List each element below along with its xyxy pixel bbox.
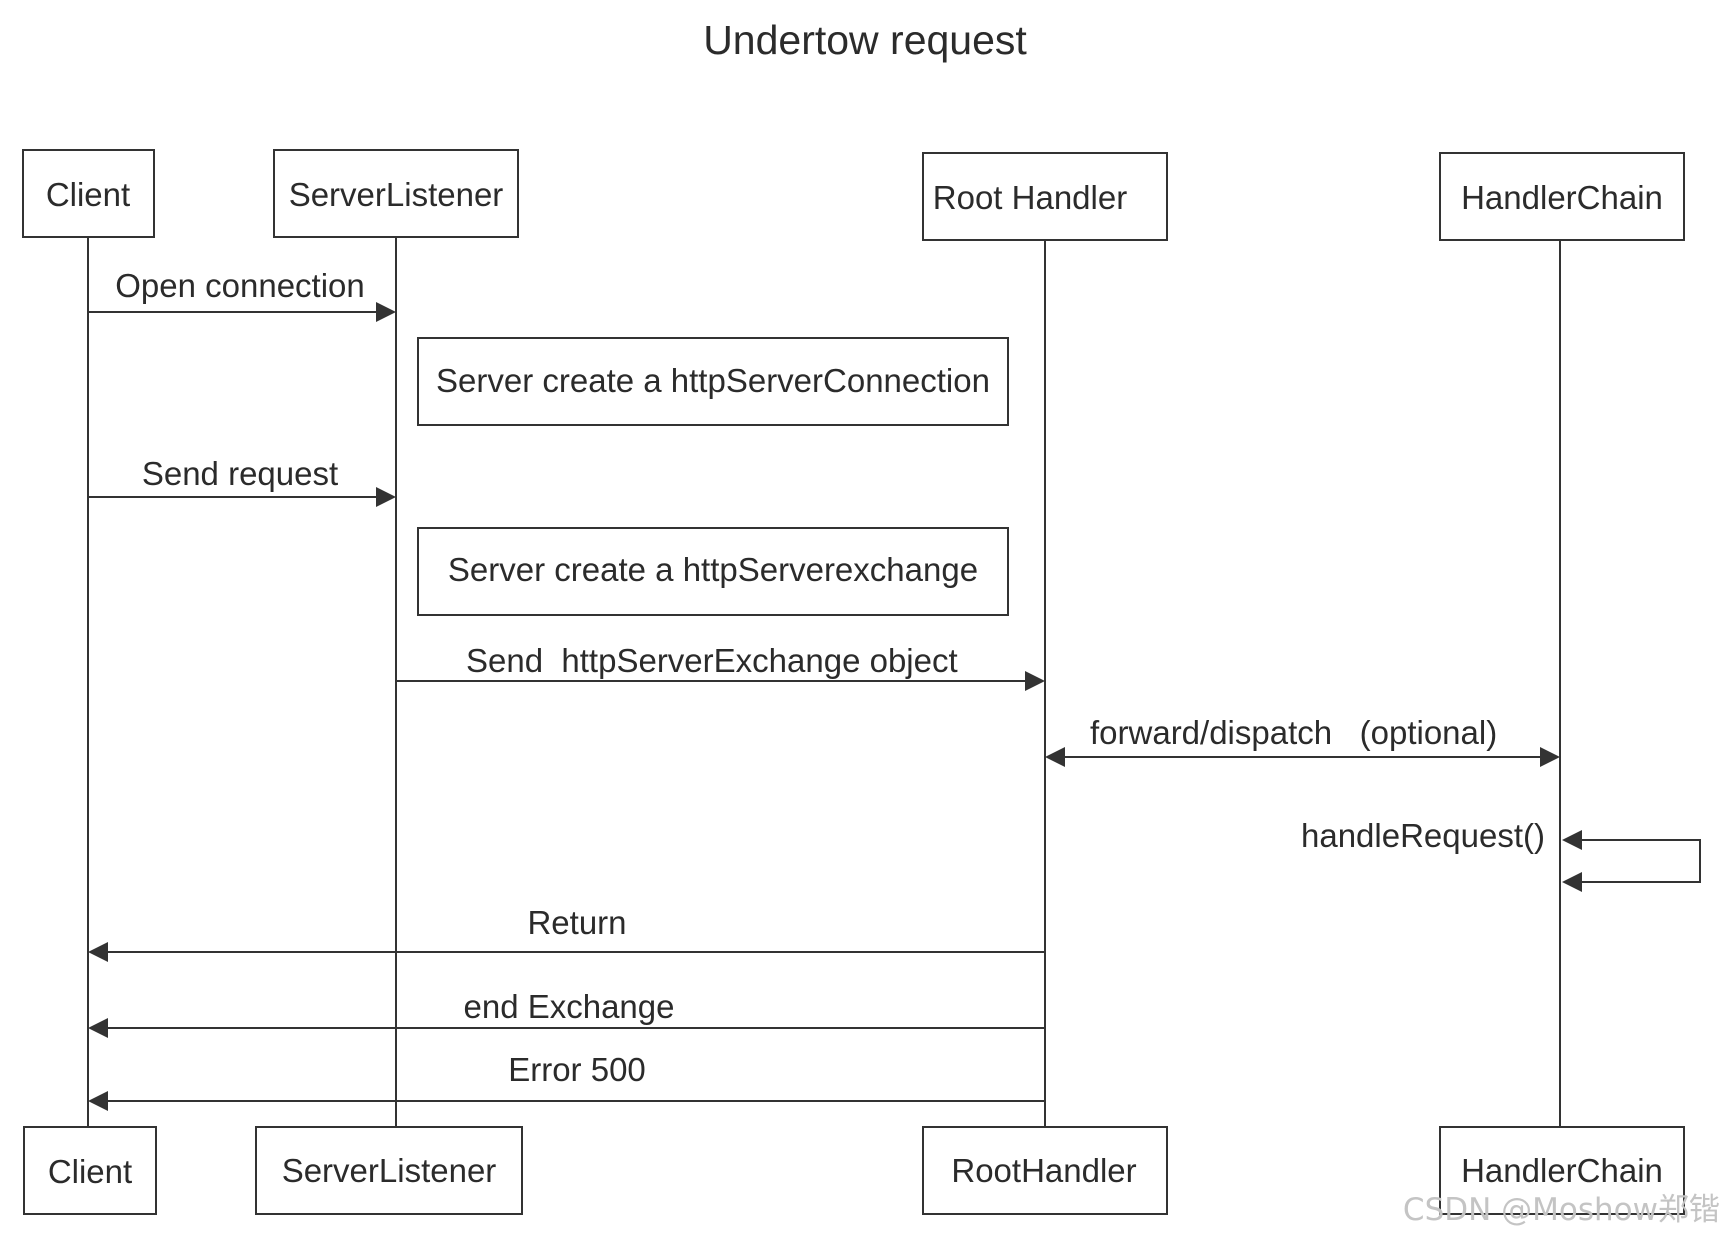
arrowhead: [1562, 830, 1582, 850]
arrowhead: [88, 1018, 108, 1038]
message-send-request-label: Send request: [142, 455, 338, 492]
message-end-exchange-label: end Exchange: [463, 988, 674, 1025]
message-forward-dispatch-label: forward/dispatch (optional): [1090, 714, 1497, 751]
arrowhead: [376, 302, 396, 322]
participant-label: RootHandler: [951, 1152, 1136, 1189]
participant-client-top: Client: [22, 149, 155, 238]
participant-handler-chain-bottom: HandlerChain: [1439, 1126, 1685, 1215]
watermark: CSDN @Moshow郑锴: [1403, 1192, 1720, 1228]
arrowhead: [1540, 747, 1560, 767]
participant-server-listener-bottom: ServerListener: [255, 1126, 523, 1215]
arrowhead: [88, 942, 108, 962]
arrowhead: [1025, 671, 1045, 691]
note-create-exchange: Server create a httpServerexchange: [417, 527, 1009, 616]
message-handle-request-label: handleRequest(): [1301, 817, 1545, 854]
participant-label: ServerListener: [289, 176, 504, 213]
participant-label: HandlerChain: [1461, 1152, 1663, 1189]
message-error-500-label: Error 500: [508, 1051, 646, 1088]
note-create-connection: Server create a httpServerConnection: [417, 337, 1009, 426]
message-handle-request-loop: [1580, 839, 1701, 883]
note-create-exchange-text: Server create a httpServerexchange: [448, 551, 978, 588]
diagram-title: Undertow request: [703, 17, 1027, 63]
participant-label: ServerListener: [282, 1152, 497, 1189]
participant-label: HandlerChain: [1461, 179, 1663, 216]
arrowhead: [1562, 872, 1582, 892]
participant-client-bottom: Client: [23, 1126, 157, 1215]
participant-label: Client: [48, 1153, 132, 1190]
participant-server-listener-top: ServerListener: [273, 149, 519, 238]
participant-root-handler-bottom: RootHandler: [922, 1126, 1168, 1215]
message-send-exchange-label: Send httpServerExchange object: [466, 642, 958, 679]
arrowhead: [1045, 747, 1065, 767]
participant-label: Client: [46, 176, 130, 213]
message-open-connection-label: Open connection: [115, 267, 365, 304]
participant-root-handler-top: Root Handler: [922, 152, 1168, 241]
arrowhead: [88, 1091, 108, 1111]
participant-handler-chain-top: HandlerChain: [1439, 152, 1685, 241]
message-return-label: Return: [527, 904, 626, 941]
participant-label: Root Handler: [933, 179, 1127, 216]
note-create-connection-text: Server create a httpServerConnection: [436, 362, 990, 399]
arrowhead: [376, 487, 396, 507]
